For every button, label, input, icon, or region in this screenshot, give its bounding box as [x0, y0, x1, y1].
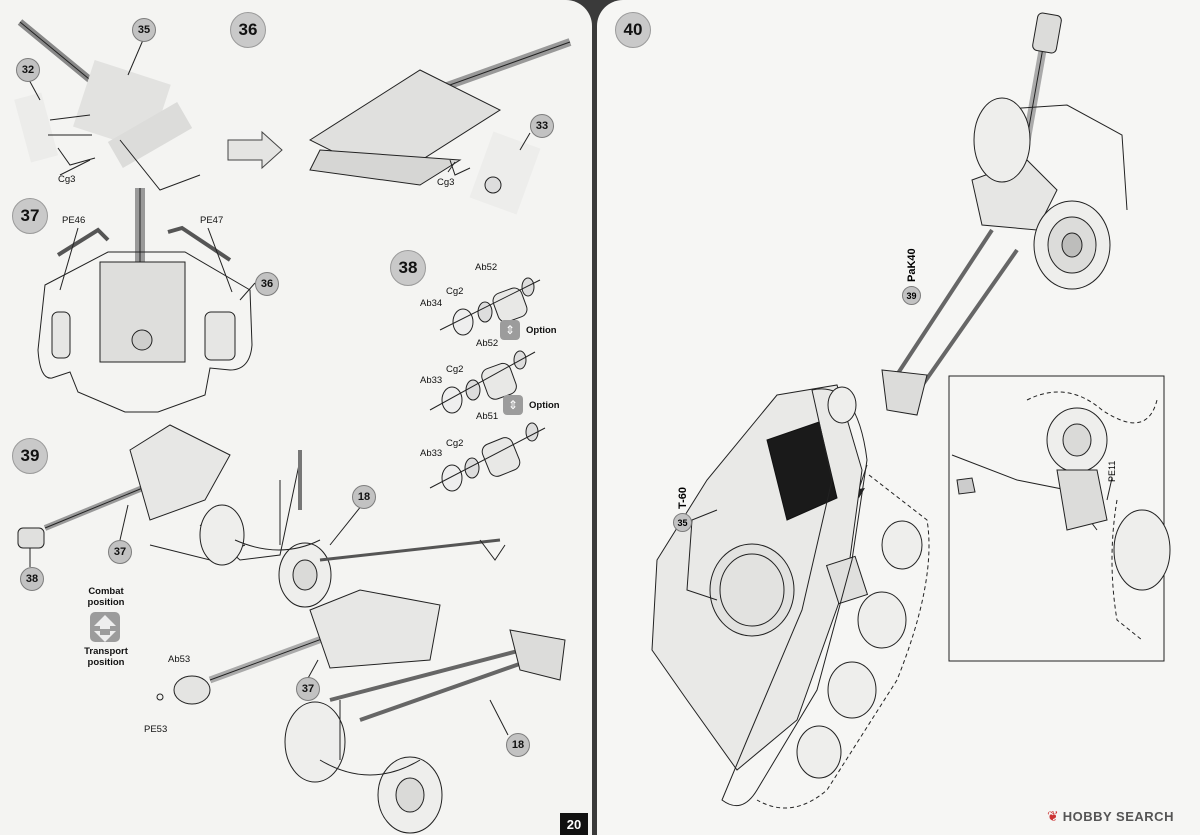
hobby-search-logo-icon: ❦	[1047, 808, 1059, 824]
part-label: PE53	[144, 724, 168, 735]
part-label: Cg2	[446, 364, 464, 375]
step-number-38: 38	[390, 250, 426, 286]
swap-arrows-icon: ⇕	[503, 395, 523, 415]
part-label: Ab33	[420, 448, 443, 459]
t60-label: 35 T-60	[673, 487, 692, 532]
part-label: PE47	[200, 215, 224, 226]
step-number-40: 40	[615, 12, 651, 48]
part-callout-32: 32	[16, 58, 40, 82]
transport-position-label: Transport position	[84, 646, 128, 668]
option-label: Option	[526, 325, 557, 336]
part-label: Cg2	[446, 438, 464, 449]
part-label: Ab51	[476, 411, 499, 422]
option-label: Option	[529, 400, 560, 411]
step-number-36: 36	[230, 12, 266, 48]
part-label: Ab52	[476, 338, 499, 349]
part-callout-33: 33	[530, 114, 554, 138]
part-label: Cg3	[58, 174, 76, 185]
part-callout-38: 38	[20, 567, 44, 591]
step-number-39: 39	[12, 438, 48, 474]
combat-position-label: Combat position	[87, 586, 125, 608]
page-number: 20	[560, 813, 588, 835]
option-set-2	[429, 350, 536, 414]
t60-text: T-60	[676, 486, 689, 509]
part-callout-35: 35	[132, 18, 156, 42]
part-callout-18: 18	[352, 485, 376, 509]
part-label-pe11: PE11	[1107, 460, 1117, 482]
instruction-page-left: 36 37 38 39 35 32 33 36 37 38 18 37 18 C…	[0, 0, 592, 835]
part-label: PE46	[62, 215, 86, 226]
part-callout-18-lower: 18	[506, 733, 530, 757]
step-number-37: 37	[12, 198, 48, 234]
left-page-line-art	[14, 19, 572, 834]
instruction-page-right: 40 39 PaK40 35 T-60 PE11 ❦ HOBBY SEARCH	[597, 0, 1200, 835]
option-set-3	[429, 422, 546, 492]
pak40-text: PaK40	[905, 248, 918, 282]
pak40-label: 39 PaK40	[902, 248, 921, 305]
part-callout-35: 35	[673, 513, 692, 532]
part-callout-36: 36	[255, 272, 279, 296]
part-callout-37: 37	[108, 540, 132, 564]
right-arrow-icon	[227, 130, 283, 170]
part-label: Cg3	[437, 177, 455, 188]
part-label: Cg2	[446, 286, 464, 297]
part-callout-39: 39	[902, 286, 921, 305]
part-label: Ab52	[475, 262, 498, 273]
part-label: Ab34	[420, 298, 443, 309]
part-label: Ab33	[420, 375, 443, 386]
swap-arrows-icon: ⇕	[500, 320, 520, 340]
watermark: ❦ HOBBY SEARCH	[1047, 808, 1174, 824]
part-callout-37-lower: 37	[296, 677, 320, 701]
option-set-1	[439, 277, 541, 336]
right-page-line-art	[651, 12, 1171, 809]
part-label: Ab53	[168, 654, 191, 665]
